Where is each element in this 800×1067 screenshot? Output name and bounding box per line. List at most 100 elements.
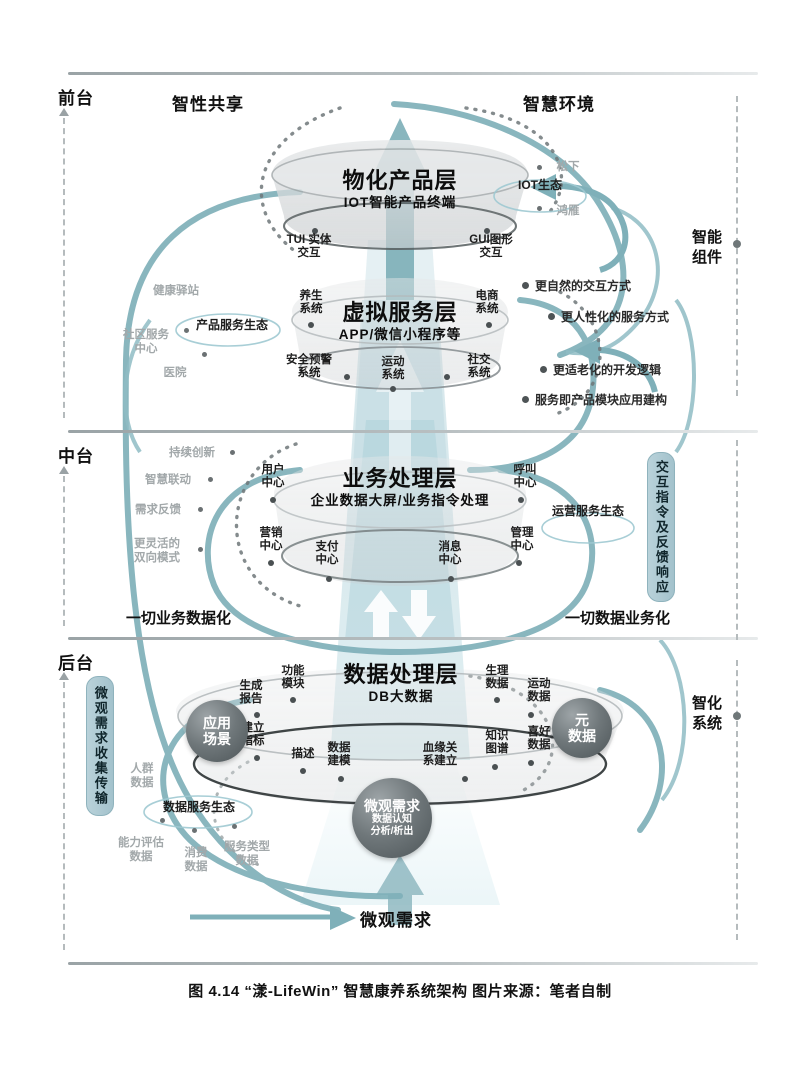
node-label-safety-l2: 系统 (297, 367, 321, 379)
annotation-text-4: 服务即产品模块应用建构 (535, 393, 668, 407)
eco-dot-community (184, 328, 189, 333)
annotation-text-1: 更自然的交互方式 (535, 279, 632, 293)
node-label-describe: 描述 (291, 748, 315, 760)
annotation-continuous-innovation: 持续创新 (169, 447, 215, 459)
node-dot-knowledge-graph (492, 764, 498, 770)
node-label-marketing-l1: 营销 (259, 527, 283, 539)
micro-demand-pill: 微观需求收集传输 (86, 676, 114, 816)
eco-consume-l2: 数据 (184, 861, 208, 873)
eco-consume-l1: 消费 (184, 847, 208, 859)
axis-arrow-middle (59, 466, 69, 474)
annotation-humanized-service: 更人性化的服务方式 (548, 308, 669, 325)
axis-middle (63, 476, 65, 626)
axis-arrow-front (59, 108, 69, 116)
eco-partner-health-station: 健康驿站 (153, 285, 199, 297)
node-label-management-l1: 管理 (510, 527, 534, 539)
eco-crowd-l1: 人群 (130, 763, 154, 775)
figure-caption: 图 4.14 “漾-LifeWin” 智慧康养系统架构 图片来源：笔者自制 (188, 983, 612, 1000)
node-dot-social-system (444, 374, 450, 380)
annotation-natural-interaction: 更自然的交互方式 (522, 277, 631, 294)
micro-demand-title: 微观需求 (364, 798, 420, 814)
annotation-dot-feedback (198, 507, 203, 512)
product-layer-title: 物化产品层 IOT智能产品终端 (300, 168, 500, 212)
node-dot-function-module (290, 697, 296, 703)
node-dot-message-center (448, 576, 454, 582)
node-label-social-l2: 系统 (467, 367, 491, 379)
label-smart-component-l1: 智能 (691, 229, 722, 246)
node-label-payment-center: 支付 中心 (305, 541, 349, 567)
eco-partner-hongyan: 鸿雁 (556, 205, 580, 217)
label-bottom-micro-demand: 微观需求 (360, 911, 432, 930)
micro-demand-sub1: 数据认知 (372, 814, 412, 825)
product-service-ecosystem-label: 产品服务生态 (195, 318, 268, 332)
eco-service-type-l2: 数据 (235, 855, 259, 867)
virtual-layer-subtitle: APP/微信小程序等 (338, 327, 462, 342)
node-label-lineage: 血缘关 系建立 (414, 742, 466, 768)
node-label-physiology-l2: 数据 (485, 678, 509, 690)
node-label-gui: GUI图形 交互 (452, 234, 530, 260)
micro-demand-sphere: 微观需求 数据认知 分析/析出 (352, 778, 432, 858)
eco-ability-l1: 能力评估 (118, 837, 164, 849)
node-label-preference-l2: 数据 (527, 739, 551, 751)
divider-middle-back (68, 637, 758, 640)
eco-partner-consume-data: 消费 数据 (172, 846, 220, 874)
interaction-command-pill: 交互指令及反馈响应 (647, 452, 675, 602)
annotation-smart-linkage: 智慧联动 (145, 474, 191, 486)
eco-ability-l2: 数据 (129, 851, 153, 863)
node-label-ecommerce-system: 电商 系统 (464, 290, 510, 316)
application-scenario-l2: 场景 (203, 731, 231, 747)
node-label-health-l1: 养生 (299, 290, 323, 302)
annotation-text-2: 更人性化的服务方式 (561, 310, 670, 324)
business-layer-title: 业务处理层 企业数据大屏/业务指令处理 (296, 466, 504, 510)
eco-partner-ability-eval: 能力评估 数据 (110, 836, 172, 864)
annotation-demand-feedback: 需求反馈 (135, 504, 181, 516)
node-label-sport-data-l1: 运动 (527, 678, 551, 690)
node-label-safety-l1: 安全预警 (286, 354, 332, 366)
eco-partner-songxia: 松下 (556, 161, 580, 173)
node-label-tui-l2: 交互 (297, 247, 321, 259)
zone-label-front: 前台 (58, 89, 94, 108)
node-label-gui-l2: 交互 (479, 247, 503, 259)
label-business-to-data: 一切业务数据化 (126, 610, 232, 627)
node-dot-tui (312, 228, 318, 234)
iot-ecosystem-label: IOT生态 (518, 178, 562, 192)
node-dot-user-center (270, 497, 276, 503)
bullet-dot-4 (522, 396, 529, 403)
node-dot-safety-system (344, 374, 350, 380)
node-dot-ecommerce-system (486, 322, 492, 328)
divider-bottom (68, 962, 758, 965)
node-label-health-system: 养生 系统 (288, 290, 334, 316)
heading-smart-environment: 智慧环境 (523, 95, 595, 114)
node-label-knowledge-l2: 图谱 (485, 743, 509, 755)
heading-intelligent-sharing: 智性共享 (172, 95, 244, 114)
axis-node-smart-system (733, 712, 741, 720)
node-dot-marketing-center (268, 560, 274, 566)
node-label-marketing-center: 营销 中心 (249, 527, 293, 553)
operation-service-ecosystem-label: 运营服务生态 (551, 504, 624, 518)
label-smart-component: 智能 组件 (682, 228, 732, 268)
node-label-sport-data-l2: 数据 (527, 691, 551, 703)
annotation-aging-friendly-logic: 更适老化的开发逻辑 (540, 361, 661, 378)
axis-right-middle (736, 440, 738, 640)
product-layer-title-main: 物化产品层 (342, 168, 458, 193)
node-label-function-l1: 功能 (281, 665, 305, 677)
node-label-safety-system: 安全预警 系统 (274, 354, 344, 380)
bullet-dot-3 (540, 366, 547, 373)
eco-service-type-l1: 服务类型 (224, 841, 270, 853)
node-label-user-l2: 中心 (261, 477, 285, 489)
label-smart-system-l1: 智化 (691, 695, 722, 712)
node-label-management-center: 管理 中心 (500, 527, 544, 553)
node-label-ecommerce-l2: 系统 (475, 303, 499, 315)
bullet-dot-2 (548, 313, 555, 320)
zone-label-middle: 中台 (58, 447, 94, 466)
business-layer-subtitle: 企业数据大屏/业务指令处理 (310, 493, 490, 508)
node-label-knowledge-graph: 知识 图谱 (476, 730, 518, 756)
node-label-payment-l1: 支付 (315, 541, 339, 553)
annotation-text-3: 更适老化的开发逻辑 (553, 363, 662, 377)
eco-dot-hospital (202, 352, 207, 357)
zone-label-back: 后台 (58, 654, 94, 673)
node-label-sport-l1: 运动 (381, 356, 405, 368)
node-label-management-l2: 中心 (510, 540, 534, 552)
node-label-report-l1: 生成 (239, 680, 263, 692)
axis-node-smart-component (733, 240, 741, 248)
